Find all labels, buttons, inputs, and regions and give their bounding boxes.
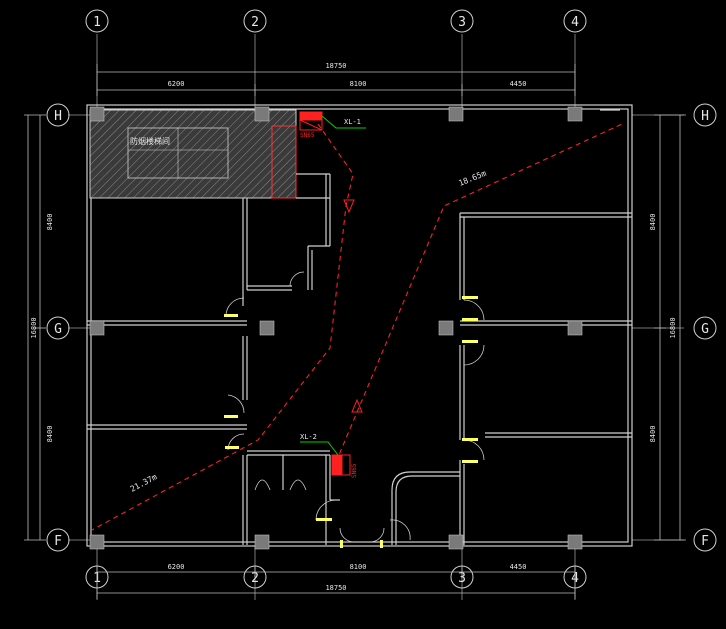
axis-bubble-H-left: H (54, 109, 62, 124)
dim-top-span-3: 4450 (510, 80, 527, 88)
interior-walls (87, 109, 632, 545)
dim-right-total: 16800 (669, 317, 677, 338)
dim-left-span-1: 8400 (46, 214, 54, 231)
axis-bubble-3-bottom: 3 (458, 571, 466, 586)
column-axis-bubbles-top: 1 2 3 4 (85, 9, 587, 33)
axis-bubble-3-top: 3 (458, 15, 466, 30)
dim-bottom-total: 18750 (325, 584, 346, 592)
dim-bottom-span-3: 4450 (510, 563, 527, 571)
axis-bubble-F-right: F (701, 534, 709, 549)
row-axis-bubbles-left: H G F (46, 103, 70, 552)
dim-top-span-2: 8100 (350, 80, 367, 88)
axis-bubble-2-bottom: 2 (251, 571, 259, 586)
dim-left-span-2: 8400 (46, 426, 54, 443)
axis-bubble-G-right: G (701, 322, 709, 337)
axis-bubble-1-top: 1 (93, 15, 101, 30)
hydrant-XL-2-label: XL-2 (300, 433, 317, 441)
hose-route-XL-2 (335, 123, 623, 463)
hydrant-XL-2-symbol (331, 454, 351, 476)
door-jambs (224, 296, 478, 548)
axis-bubble-4-top: 4 (571, 15, 579, 30)
dimension-top (96, 64, 576, 96)
hydrant-XL-1-symbol (299, 111, 323, 131)
route-direction-arrows (343, 199, 363, 413)
dim-left-total: 16800 (30, 317, 38, 338)
hose-distance-XL-2: 18.65m (457, 169, 487, 188)
dim-right-span-2: 8400 (649, 426, 657, 443)
hydrant-XL-1-label: XL-1 (344, 118, 361, 126)
stair-room: 防烟楼梯间 (89, 109, 297, 199)
dim-top-span-1: 6200 (168, 80, 185, 88)
axis-bubble-G-left: G (54, 322, 62, 337)
dim-bottom-span-1: 6200 (168, 563, 185, 571)
hydrant-XL-1-tag: SN65 (300, 132, 315, 139)
hose-route-XL-1 (91, 123, 354, 531)
dimension-right (654, 114, 686, 541)
structural-columns (89, 106, 583, 550)
dim-right-span-1: 8400 (649, 214, 657, 231)
row-axis-bubbles-right: H G F (693, 103, 717, 552)
doors (225, 271, 485, 543)
axis-bubble-F-left: F (54, 534, 62, 549)
axis-bubble-2-top: 2 (251, 15, 259, 30)
hose-distance-XL-1: 21.37m (129, 472, 159, 494)
hydrant-XL-2-tag: SN65 (351, 463, 358, 478)
dimension-left (24, 114, 46, 541)
dim-bottom-span-2: 8100 (350, 563, 367, 571)
axis-bubble-H-right: H (701, 109, 709, 124)
dim-top-total: 18750 (325, 62, 346, 70)
dimension-bottom (96, 566, 576, 599)
hydrant-leaders (300, 115, 366, 456)
stair-room-label: 防烟楼梯间 (130, 136, 170, 146)
